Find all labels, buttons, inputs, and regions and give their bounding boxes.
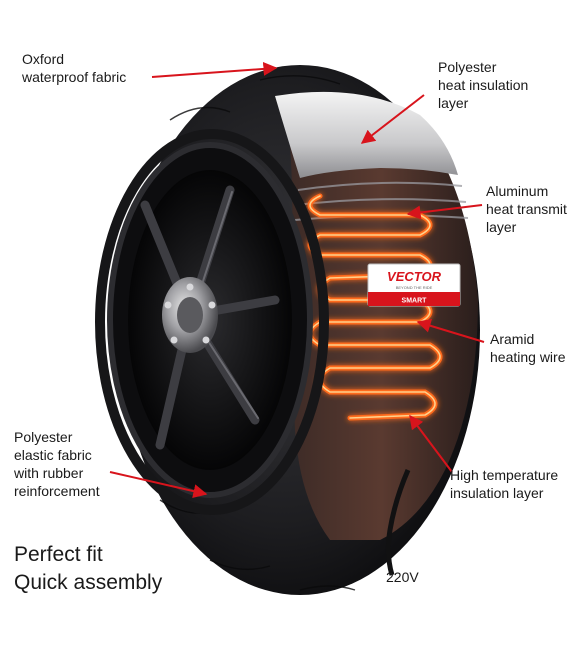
arrow-high-temp [409, 414, 453, 473]
power-cable [385, 469, 411, 576]
brand-tagline: BEYOND THE RIDE [396, 285, 433, 290]
arrow-aluminum [406, 204, 483, 220]
arrow-polyester-insulation [360, 94, 425, 144]
brand-name: VECTOR [387, 269, 442, 284]
slogan-perfect-fit: Perfect fit [14, 543, 103, 566]
label-aluminum-layer: Aluminum heat transmit layer [486, 183, 567, 235]
elastic-band [95, 129, 329, 515]
label-voltage: 220V [386, 569, 419, 585]
hub-center [177, 297, 203, 333]
brand-model: SMART [402, 298, 428, 305]
arrow-oxford [151, 61, 278, 78]
label-aramid-wire: Aramid heating wire [490, 331, 566, 365]
label-polyester-insulation: Polyester heat insulation layer [438, 59, 529, 111]
label-polyester-elastic: Polyester elastic fabric with rubber rei… [14, 429, 100, 499]
polyester-insulation-layer [275, 91, 458, 178]
cutaway-section [285, 95, 478, 540]
hub-bolts [164, 283, 216, 344]
label-high-temp-insulation: High temperature insulation layer [450, 467, 559, 501]
arrow-elastic [109, 471, 208, 499]
vector-brand-label: VECTOR BEYOND THE RIDE SMART [367, 263, 461, 307]
slogan-quick-assembly: Quick assembly [14, 571, 163, 594]
annotation-arrows [109, 61, 485, 499]
label-oxford-fabric: Oxford waterproof fabric [22, 51, 127, 85]
arrow-aramid [416, 318, 485, 343]
